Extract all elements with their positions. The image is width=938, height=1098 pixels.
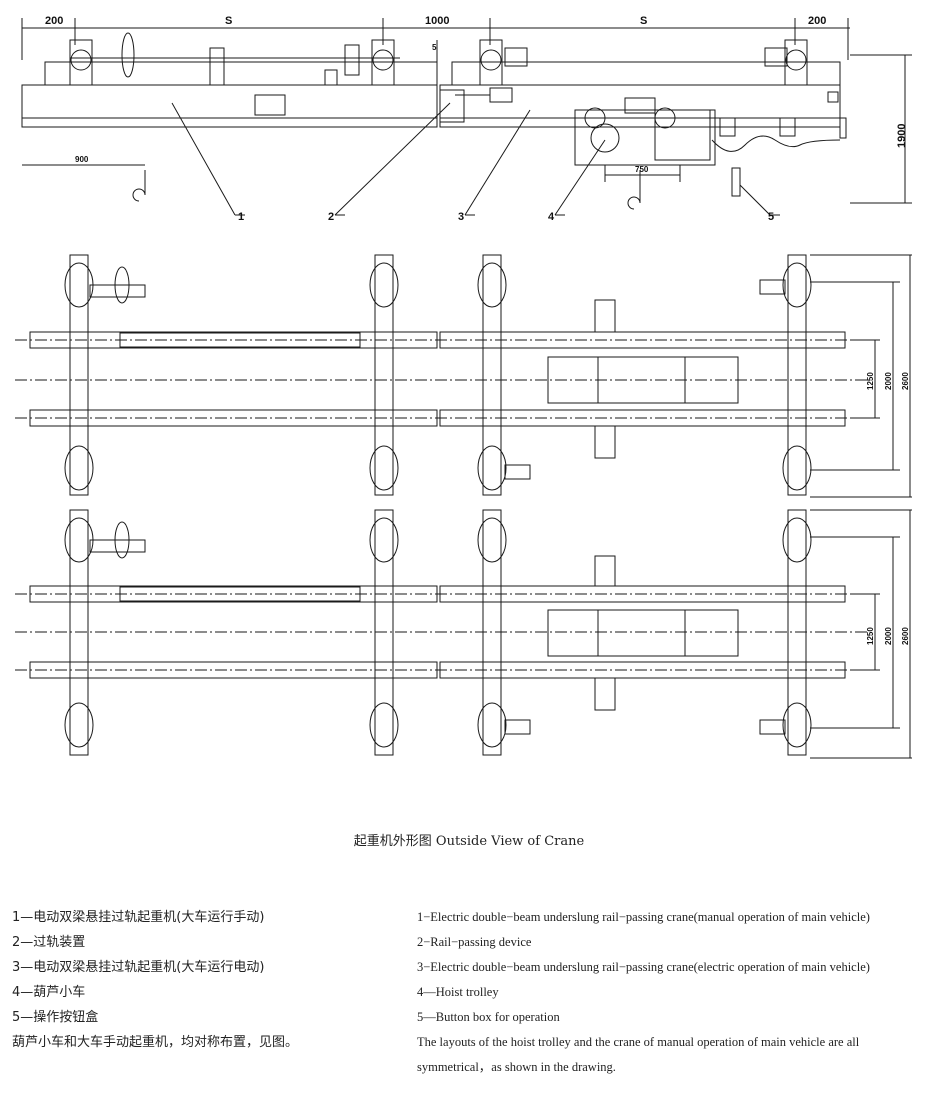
- legend-en-item: 5—Button box for operation: [417, 1010, 560, 1024]
- left-girder: [21, 84, 438, 128]
- legend-english: 1−Electric double−beam underslung rail−p…: [417, 905, 932, 1080]
- dim-750: 750: [635, 165, 649, 174]
- callout-1: 1: [238, 211, 244, 223]
- trolley-plan-lower: [547, 609, 739, 657]
- trolley-plan-upper: [547, 356, 739, 404]
- legend-cn-item: 5—操作按钮盒: [12, 1010, 99, 1025]
- legend-en-note: The layouts of the hoist trolley and the…: [417, 1035, 860, 1074]
- plan-view-lower: [15, 509, 912, 759]
- dim-span-left: S: [225, 15, 232, 27]
- legend-chinese: 1—电动双梁悬挂过轨起重机(大车运行手动) 2—过轨装置 3—电动双梁悬挂过轨起…: [12, 905, 392, 1055]
- leader-2: [334, 102, 451, 216]
- drawing-caption: 起重机外形图 Outside View of Crane: [353, 834, 585, 849]
- legend-cn-note: 葫芦小车和大车手动起重机，均对称布置，见图。: [12, 1035, 299, 1050]
- dim-span-right: S: [640, 15, 647, 27]
- hoist-trolley-elevation: [574, 97, 841, 166]
- dim-gap: 1000: [425, 15, 449, 27]
- callout-4: 4: [548, 211, 555, 223]
- legend-en-item: 2−Rail−passing device: [417, 935, 532, 949]
- elevation-view: [21, 32, 912, 216]
- dim-2600-lower: 2600: [901, 627, 910, 645]
- top-dimension-line: [21, 18, 850, 60]
- dim-2000-lower: 2000: [884, 627, 893, 645]
- legend-cn-item: 3—电动双梁悬挂过轨起重机(大车运行电动): [12, 960, 265, 975]
- callout-2: 2: [328, 211, 334, 223]
- dim-2000-upper: 2000: [884, 372, 893, 390]
- legend-en-item: 3−Electric double−beam underslung rail−p…: [417, 960, 870, 974]
- callout-3: 3: [458, 211, 464, 223]
- dim-1900: 1900: [896, 124, 908, 148]
- leader-3: [464, 109, 531, 216]
- legend-en-item: 4—Hoist trolley: [417, 985, 499, 999]
- leader-4: [554, 139, 606, 216]
- legend-cn-item: 4—葫芦小车: [12, 985, 86, 1000]
- button-box: [731, 167, 741, 197]
- leader-1: [171, 102, 236, 216]
- dim-900: 900: [75, 155, 89, 164]
- callout-5: 5: [768, 211, 774, 223]
- legend-en-item: 1−Electric double−beam underslung rail−p…: [417, 910, 870, 924]
- hook-right: [627, 170, 641, 210]
- dim-200-left: 200: [45, 15, 63, 27]
- dim-2600-upper: 2600: [901, 372, 910, 390]
- dim-1250-upper: 1250: [866, 372, 875, 390]
- legend-cn-item: 2—过轨装置: [12, 935, 86, 950]
- crane-drawing: 200 S 1000 S 200 5 900 750 1900 1 2 3 4 …: [15, 15, 912, 759]
- dim-5: 5: [432, 43, 437, 52]
- dim-200-right: 200: [808, 15, 826, 27]
- legend-cn-item: 1—电动双梁悬挂过轨起重机(大车运行手动): [12, 910, 265, 925]
- plan-view-upper: [15, 254, 912, 498]
- leader-5: [739, 184, 771, 216]
- dim-1250-lower: 1250: [866, 627, 875, 645]
- hook-left: [132, 170, 146, 202]
